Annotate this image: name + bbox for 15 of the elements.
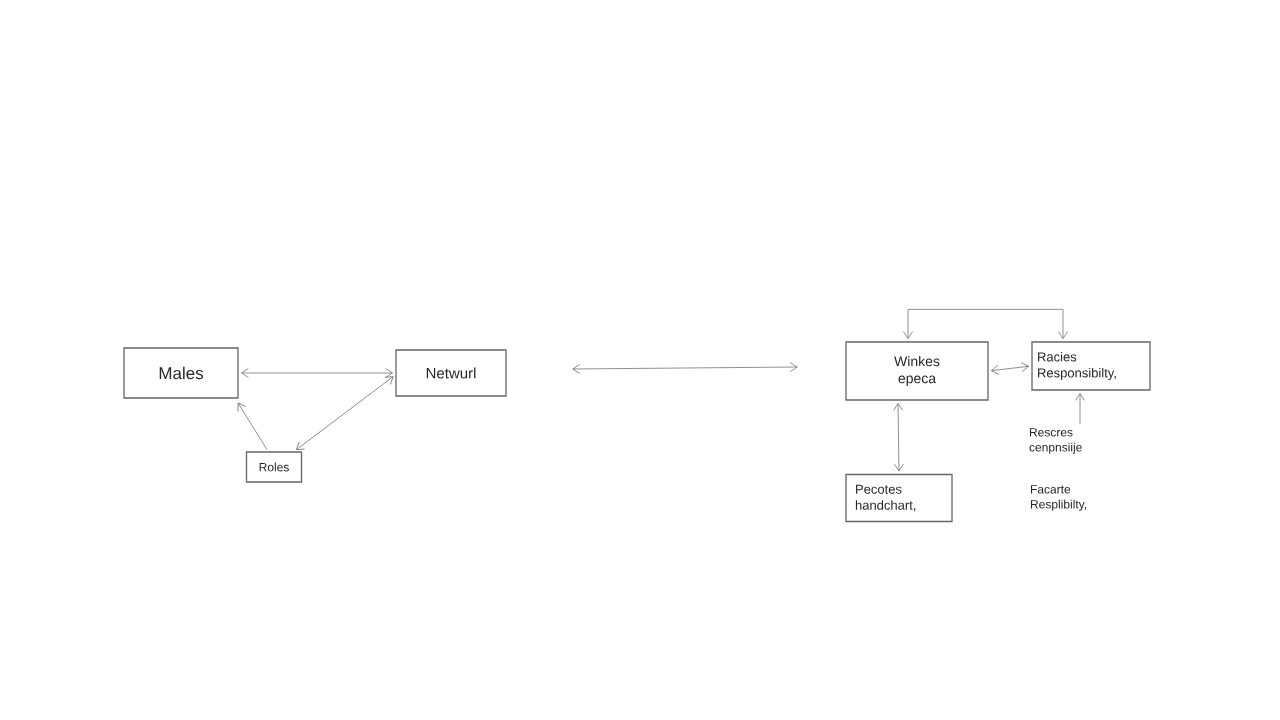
process-box: Winkes epeca [845, 341, 989, 401]
text-label: Rescres cenpnsiije [1029, 428, 1082, 454]
process-box: Pecotes handchart, [845, 473, 953, 523]
process-box: Roles [245, 451, 303, 483]
arrow [1075, 393, 1085, 425]
arrow [295, 376, 394, 451]
note-text: Facarte Resplibilty, [1031, 485, 1087, 511]
arrow [893, 403, 904, 472]
arrow [237, 402, 268, 451]
arrow [903, 308, 1068, 339]
process-box: Racies Responsibilty, [1031, 341, 1151, 391]
process-box: Males [123, 347, 239, 399]
arrow [241, 368, 393, 378]
arrow [990, 362, 1030, 375]
process-box: Netwurl [395, 349, 507, 397]
